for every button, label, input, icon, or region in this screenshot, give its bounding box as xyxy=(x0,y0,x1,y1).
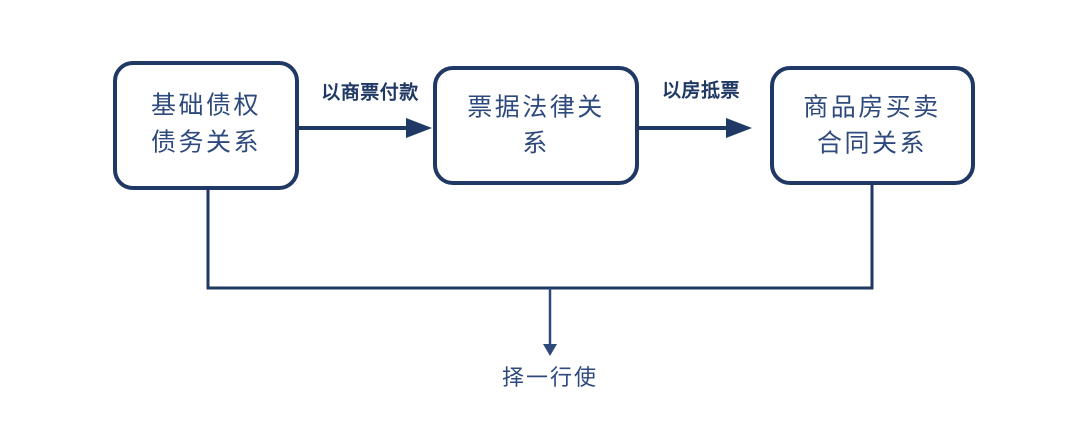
node-basic-debt-relation[interactable]: 基础债权 债务关系 xyxy=(113,61,299,190)
edge-2-arrowhead-icon xyxy=(726,118,752,138)
bracket-path xyxy=(206,185,874,290)
outcome-arrowhead-icon xyxy=(543,344,557,356)
node-housing-sale-contract-relation[interactable]: 商品房买卖 合同关系 xyxy=(770,66,975,185)
node-2-label-line1: 票据法律关 xyxy=(467,94,605,122)
node-1-label-line1: 基础债权 xyxy=(151,92,261,120)
node-1-box[interactable] xyxy=(113,61,299,190)
edge-2-label: 以房抵票 xyxy=(662,78,740,101)
node-2-box[interactable] xyxy=(433,66,639,185)
edge-1-arrowhead-icon xyxy=(406,118,432,138)
node-negotiable-instrument-relation[interactable]: 票据法律关 系 xyxy=(433,66,639,185)
edge-pay-with-commercial-draft: 以商票付款 xyxy=(299,80,432,138)
node-3-box[interactable] xyxy=(770,66,975,185)
outcome-bracket xyxy=(206,185,874,356)
node-3-label-line1: 商品房买卖 xyxy=(803,94,941,122)
node-3-label-line2: 合同关系 xyxy=(817,130,927,158)
outcome-label: 择一行使 xyxy=(502,365,598,390)
node-2-label-line2: 系 xyxy=(522,130,550,158)
edge-offset-draft-with-house: 以房抵票 xyxy=(639,78,752,138)
edge-1-label: 以商票付款 xyxy=(321,80,419,103)
node-1-label-line2: 债务关系 xyxy=(151,129,261,157)
